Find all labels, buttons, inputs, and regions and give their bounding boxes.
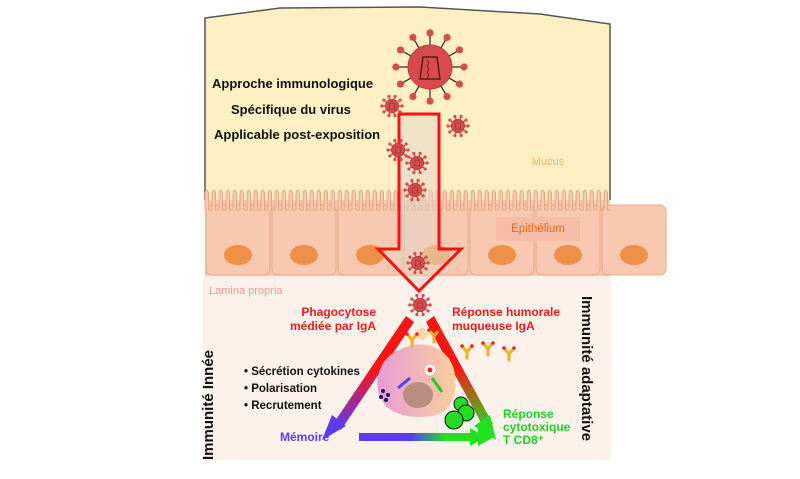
humoral-line-1: Réponse humorale	[452, 305, 561, 319]
statement-approach: Approche immunologique	[212, 76, 374, 91]
epithelial-cell	[205, 204, 271, 276]
memory-label: Mémoire	[280, 430, 330, 444]
mucus-region	[205, 7, 610, 200]
mucus-top-outline	[204, 6, 611, 200]
bullet-polarisation: • Polarisation	[244, 383, 318, 395]
lamina-propria-label: Lamina propria	[209, 285, 283, 297]
small-virus-icon	[403, 178, 427, 202]
small-virus-icon	[386, 138, 410, 162]
epithelial-cell	[601, 204, 667, 276]
phagocytosis-line-2: médiée par IgA	[290, 319, 377, 333]
nucleus	[554, 245, 582, 265]
immune-cell-icon	[377, 328, 475, 430]
epithelium-label: Epithélium	[496, 217, 580, 241]
nucleus	[488, 245, 516, 265]
large-virus	[392, 29, 468, 105]
large-virus-icon	[392, 29, 468, 105]
antibody-icon	[460, 344, 474, 360]
adaptive-immunity-label: Immunité adaptative	[578, 296, 595, 442]
phagocytosis-label: Phagocytose médiée par IgA	[290, 305, 376, 333]
bullet-cytokines: • Sécrétion cytokines	[244, 366, 360, 378]
cytotoxic-line-3: T CD8⁺	[503, 433, 545, 447]
nucleus	[620, 245, 648, 265]
nucleus	[290, 245, 318, 265]
adaptive-arrow	[426, 316, 496, 440]
bullet-recruitment: • Recrutement	[244, 400, 322, 412]
innate-functions-list: • Sécrétion cytokines • Polarisation • R…	[244, 364, 360, 415]
cytotoxic-line-2: cytotoxique	[503, 420, 571, 434]
innate-immunity-label: Immunité Innée	[200, 349, 217, 460]
small-virus-icon	[406, 251, 430, 275]
small-virus-icon	[446, 114, 470, 138]
small-viruses	[380, 94, 470, 317]
antibody-icon	[427, 328, 441, 344]
statement-specific: Spécifique du virus	[231, 102, 351, 117]
small-virus-icon	[380, 94, 404, 118]
humoral-response-label: Réponse humorale muqueuse IgA	[452, 305, 560, 333]
antibody-icon	[405, 332, 419, 348]
cytotoxic-response-label: Réponse cytotoxique T CD8⁺	[503, 408, 570, 447]
statement-post-exposure: Applicable post-exposition	[214, 127, 381, 142]
antibody-icon	[481, 341, 495, 357]
epithelial-cell	[271, 204, 337, 276]
small-virus-icon	[405, 151, 429, 175]
mucus-label: Mucus	[526, 152, 570, 172]
memory-cytotoxic-arrow	[359, 428, 494, 446]
innate-arrow	[322, 316, 414, 440]
cytotoxic-line-1: Réponse	[503, 407, 554, 421]
small-virus-icon	[408, 293, 432, 317]
iga-antibodies	[405, 328, 516, 362]
humoral-line-2: muqueuse IgA	[452, 319, 535, 333]
penetration-arrow	[374, 112, 465, 294]
phagocytosis-line-1: Phagocytose	[301, 305, 377, 319]
antibody-icon	[502, 346, 516, 362]
nucleus	[224, 245, 252, 265]
